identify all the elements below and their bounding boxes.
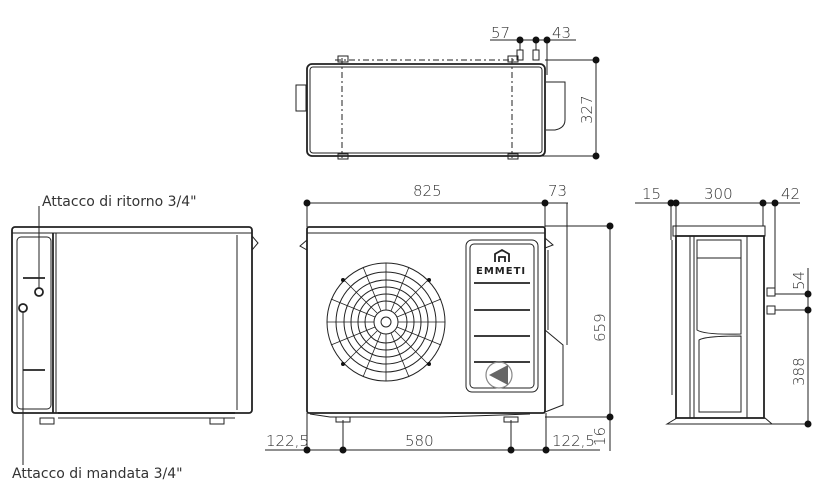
brand-panel — [465, 239, 539, 393]
dim-front-580: 580 — [405, 432, 434, 450]
fan-grille-icon — [326, 262, 446, 382]
label-supply-connection: Attacco di mandata 3/4" — [12, 466, 183, 482]
dim-top-57: 57 — [491, 24, 510, 42]
dim-front-122-5-left: 122,5 — [266, 432, 309, 450]
dim-side-388: 388 — [790, 357, 808, 386]
dim-front-825: 825 — [413, 182, 442, 200]
front-view: EMMETI 825 73 659 16 — [265, 182, 614, 454]
dim-front-659: 659 — [591, 313, 609, 342]
emmeti-logo-icon — [494, 248, 510, 262]
dim-front-73: 73 — [548, 182, 567, 200]
left-view: Attacco di ritorno 3/4" Attacco di manda… — [11, 194, 259, 482]
dim-side-54: 54 — [790, 271, 808, 290]
dim-side-42: 42 — [781, 185, 800, 203]
dim-top-43: 43 — [552, 24, 571, 42]
dim-front-16: 16 — [591, 427, 609, 446]
top-view: 57 43 327 — [295, 24, 600, 160]
label-return-connection: Attacco di ritorno 3/4" — [42, 194, 197, 210]
brand-name: EMMETI — [476, 266, 526, 277]
play-triangle-icon — [489, 365, 508, 385]
right-view: 15 300 42 54 388 — [635, 185, 812, 428]
dim-top-327: 327 — [578, 95, 596, 124]
dim-side-300: 300 — [704, 185, 733, 203]
supply-connection-icon — [18, 303, 28, 313]
return-connection-icon — [34, 287, 44, 297]
dim-side-15: 15 — [642, 185, 661, 203]
dim-front-122-5-right: 122,5 — [552, 432, 595, 450]
